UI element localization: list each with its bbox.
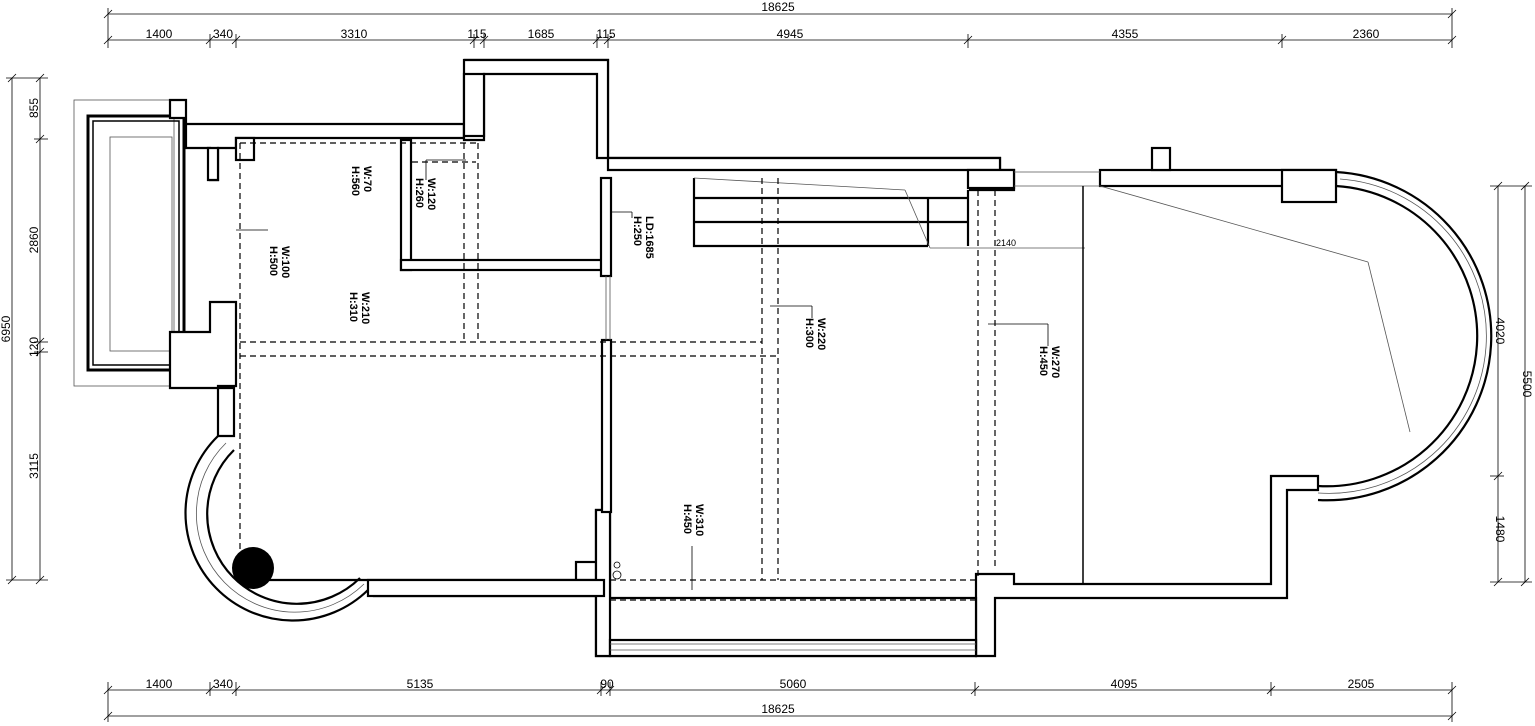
bottom-overall-dim: 18625 bbox=[761, 702, 795, 716]
right-room-lines bbox=[1082, 185, 1411, 584]
window-lines bbox=[605, 171, 1100, 651]
bottom-dim-4: 90 bbox=[600, 677, 614, 691]
beam-tag-2-w: W:120 bbox=[425, 178, 437, 210]
left-dim-2: 2860 bbox=[27, 226, 41, 253]
left-dim-3: 120 bbox=[27, 337, 41, 357]
left-balcony bbox=[73, 99, 186, 387]
beam-tag-5-h: H:250 bbox=[631, 216, 643, 246]
exterior-walls bbox=[168, 58, 1338, 658]
top-dim-8: 4355 bbox=[1112, 27, 1139, 41]
beam-tag-8: W:310 H:450 bbox=[681, 504, 705, 536]
bottom-dim-1: 1400 bbox=[146, 677, 173, 691]
beam-tag-3-h: H:500 bbox=[267, 246, 279, 276]
bottom-dimension-lines: 1400 340 5135 90 5060 4095 2505 18625 bbox=[103, 677, 1457, 722]
small-fixtures bbox=[612, 561, 622, 580]
beam-tag-2: W:120 H:260 bbox=[413, 178, 437, 210]
top-dim-1: 1400 bbox=[146, 27, 173, 41]
beam-tag-5: LD:1685 H:250 bbox=[631, 216, 655, 259]
beam-tag-6: W:220 H:300 bbox=[803, 318, 827, 350]
bottom-dim-3: 5135 bbox=[407, 677, 434, 691]
left-dim-4: 3115 bbox=[27, 453, 41, 479]
left-overall-dim: 6950 bbox=[0, 315, 13, 342]
beam-tag-1: W:70 H:560 bbox=[349, 166, 373, 196]
beam-tag-4: W:210 H:310 bbox=[347, 292, 371, 324]
beam-tag-3: W:100 H:500 bbox=[267, 246, 291, 278]
beam-tag-7-h: H:450 bbox=[1037, 346, 1049, 376]
beam-tag-7-w: W:270 bbox=[1049, 346, 1061, 378]
staircase: 2140 bbox=[692, 177, 1085, 249]
beam-tag-8-w: W:310 bbox=[693, 504, 705, 536]
bottom-dim-6: 4095 bbox=[1111, 677, 1138, 691]
right-dim-2: 1480 bbox=[1493, 516, 1507, 543]
top-dim-6: 115 bbox=[596, 27, 615, 41]
right-dim-1: 4020 bbox=[1493, 318, 1507, 345]
beam-tag-1-w: W:70 bbox=[361, 166, 373, 192]
beam-tag-3-w: W:100 bbox=[279, 246, 291, 278]
left-dim-1: 855 bbox=[27, 98, 41, 118]
stair-label: 2140 bbox=[996, 238, 1016, 248]
tag-leaders bbox=[236, 159, 1049, 590]
top-dim-4: 115 bbox=[467, 27, 486, 41]
top-dim-2: 340 bbox=[213, 27, 233, 41]
top-dim-7: 4945 bbox=[777, 27, 804, 41]
beam-tag-2-h: H:260 bbox=[413, 178, 425, 208]
beam-tag-8-h: H:450 bbox=[681, 504, 693, 534]
beam-tag-7: W:270 H:450 bbox=[1037, 346, 1061, 378]
right-bay bbox=[1317, 170, 1493, 502]
beam-dashed-lines bbox=[239, 142, 996, 601]
top-dim-5: 1685 bbox=[528, 27, 555, 41]
top-dimension-lines: 18625 1400 340 3310 115 1685 115 4945 43… bbox=[103, 0, 1457, 48]
beam-tag-4-h: H:310 bbox=[347, 292, 359, 322]
beam-tag-1-h: H:560 bbox=[349, 166, 361, 196]
bottom-dim-7: 2505 bbox=[1348, 677, 1375, 691]
beam-tag-4-w: W:210 bbox=[359, 292, 371, 324]
left-bay bbox=[184, 435, 369, 622]
right-dimension-lines: 4020 1480 5500 bbox=[1490, 181, 1534, 587]
beam-tag-6-w: W:220 bbox=[815, 318, 827, 350]
left-dimension-lines: 6950 855 2860 120 3115 bbox=[0, 73, 48, 585]
bottom-dim-5: 5060 bbox=[780, 677, 807, 691]
beam-tag-5-w: LD:1685 bbox=[643, 216, 655, 259]
top-dim-3: 3310 bbox=[341, 27, 368, 41]
top-dim-9: 2360 bbox=[1353, 27, 1380, 41]
column-marker bbox=[232, 547, 274, 589]
top-overall-dim: 18625 bbox=[761, 0, 795, 14]
beam-tag-6-h: H:300 bbox=[803, 318, 815, 348]
bottom-dim-2: 340 bbox=[213, 677, 233, 691]
right-overall-dim: 5500 bbox=[1520, 371, 1534, 398]
